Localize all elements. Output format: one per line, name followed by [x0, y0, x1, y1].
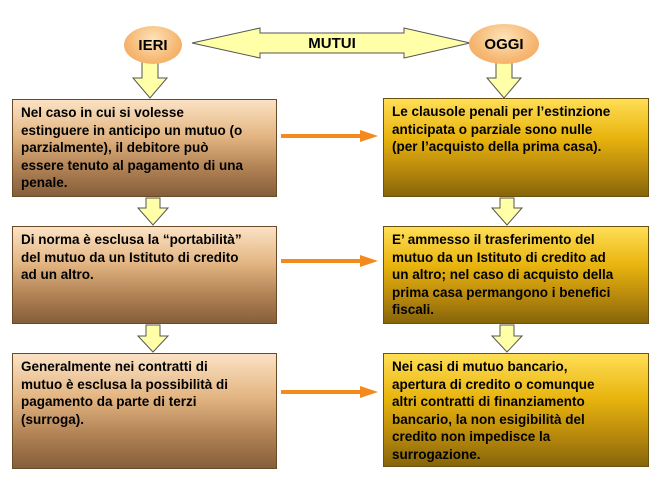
ieri-label: IERI — [138, 36, 168, 54]
side-arrow-3 — [281, 386, 378, 398]
ieri-box-3: Generalmente nei contratti di mutuo è es… — [12, 353, 277, 469]
oggi-box-1: Le clausole penali per l’estinzione anti… — [383, 98, 649, 197]
down-arrow-ieri-3 — [136, 324, 170, 353]
down-arrow-oggi-2 — [490, 197, 524, 226]
ieri-box-2: Di norma è esclusa la “portabilità” del … — [12, 226, 277, 324]
ieri-box-1: Nel caso in cui si volesse estinguere in… — [12, 99, 277, 197]
oggi-box-2: E’ ammesso il trasferimento del mutuo da… — [383, 226, 649, 324]
ieri-oval: IERI — [124, 26, 182, 64]
side-arrow-2 — [281, 255, 378, 267]
down-arrow-ieri-2 — [136, 197, 170, 226]
down-arrow-oggi-1 — [485, 61, 523, 99]
oggi-label: OGGI — [484, 35, 524, 53]
down-arrow-oggi-3 — [490, 324, 524, 353]
oggi-box-3: Nei casi di mutuo bancario, apertura di … — [383, 353, 649, 467]
down-arrow-ieri-1 — [131, 61, 169, 99]
mutui-title: MUTUI — [308, 35, 356, 52]
oggi-oval: OGGI — [469, 24, 539, 64]
side-arrow-1 — [281, 130, 378, 142]
